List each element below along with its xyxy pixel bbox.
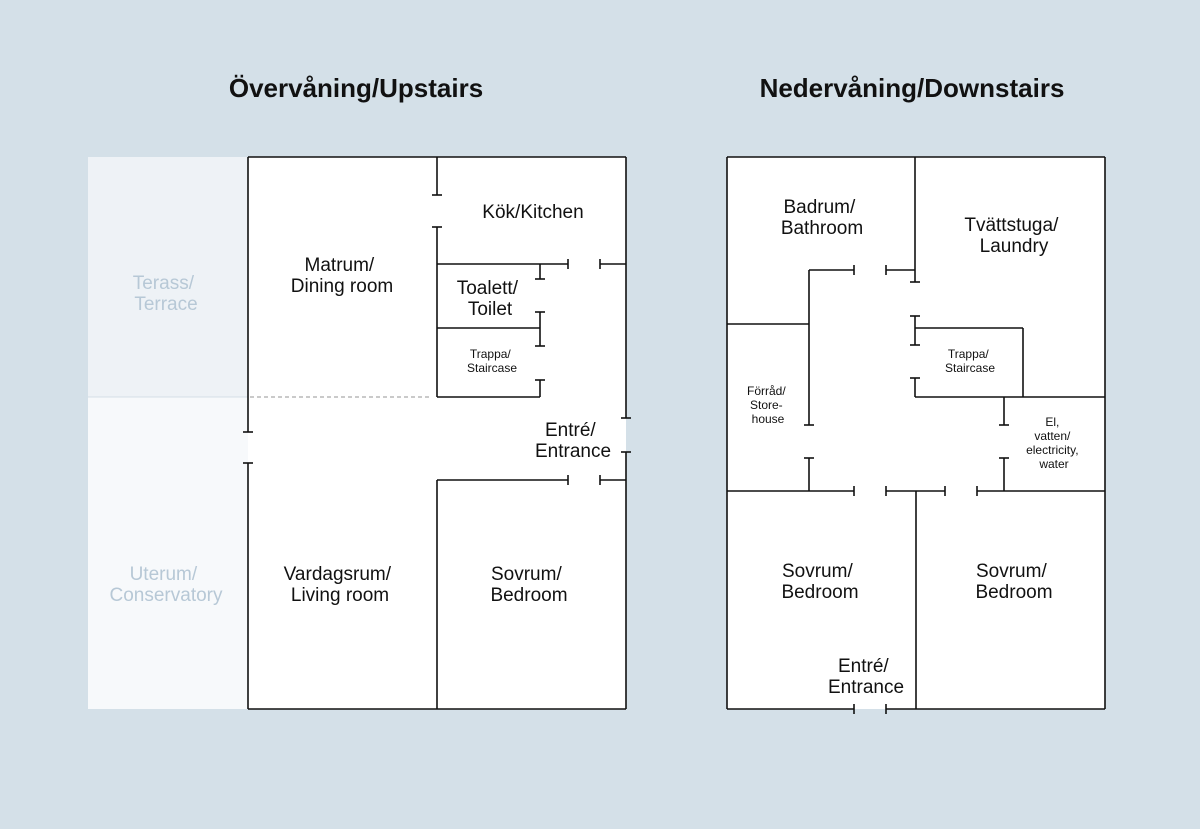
upstairs-title: Övervåning/Upstairs — [229, 73, 483, 103]
upstairs-walls — [243, 156, 631, 710]
downstairs-entrance-label: Entré/ Entrance — [828, 656, 904, 698]
downstairs-staircase-label: Trappa/ Staircase — [945, 347, 995, 375]
dining-room-label: Matrum/ Dining room — [291, 255, 393, 297]
toilet-label: Toalett/ Toilet — [457, 278, 524, 320]
downstairs-walls — [726, 156, 1106, 714]
conservatory-area — [88, 397, 248, 709]
terrace-area — [88, 157, 248, 397]
upstairs-staircase-label: Trappa/ Staircase — [467, 347, 517, 375]
conservatory-label: Uterum/ Conservatory — [110, 564, 223, 606]
terrace-label: Terass/ Terrace — [133, 273, 200, 315]
storehouse-label: Förråd/ Store- house — [747, 384, 789, 426]
downstairs-bedroom-right-label: Sovrum/ Bedroom — [975, 561, 1052, 603]
bathroom-label: Badrum/ Bathroom — [781, 197, 863, 239]
downstairs-bedroom-left-label: Sovrum/ Bedroom — [781, 561, 858, 603]
upstairs-entrance-label: Entré/ Entrance — [535, 420, 611, 462]
electricity-water-label: El, vatten/ electricity, water — [1026, 415, 1082, 471]
living-room-label: Vardagsrum/ Living room — [284, 564, 397, 606]
laundry-label: Tvättstuga/ Laundry — [964, 215, 1063, 257]
upstairs-bedroom-label: Sovrum/ Bedroom — [490, 564, 567, 606]
downstairs-title: Nedervåning/Downstairs — [760, 73, 1065, 103]
kitchen-label: Kök/Kitchen — [482, 202, 583, 223]
